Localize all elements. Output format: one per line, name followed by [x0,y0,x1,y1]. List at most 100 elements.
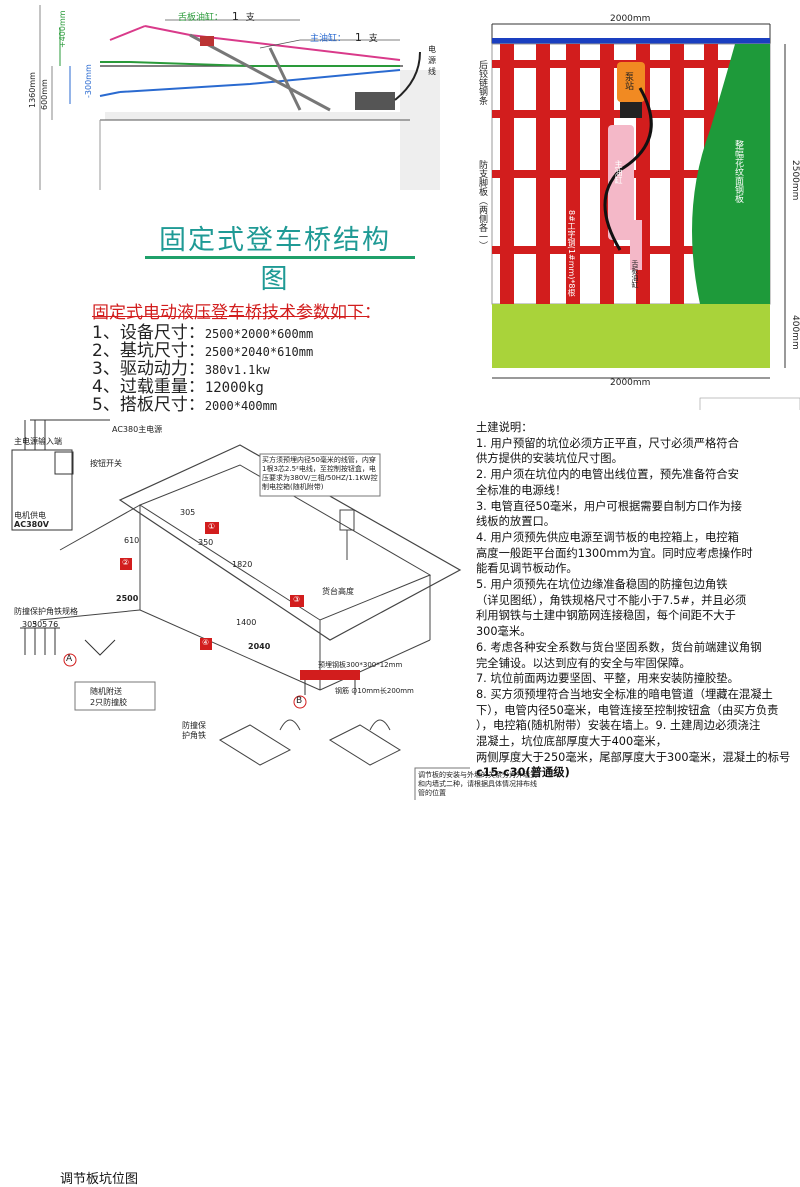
marker-1: ① [208,522,216,531]
note-line: 1. 用户预留的坑位必须方正平直，尺寸必须严格符合 [476,436,739,450]
top-width-label: 2000mm [610,14,651,24]
civil-notes: 土建说明： 1. 用户预留的坑位必须方正平直，尺寸必须严格符合 供方提供的安装坑… [476,420,796,781]
pit-drawing: AC380主电源 主电源输入端 按钮开关 电机供电 AC380V 买方须预埋内径… [0,410,541,1187]
spec-title: 固定式电动液压登车桥技术参数如下： [92,303,381,323]
angle-spec: 防撞保护角铁规格 [14,607,78,616]
note-line: 混凝土，坑位底部厚度大于400毫米， [476,735,668,749]
dim-a: 305 [22,620,38,629]
pump-shape [617,62,645,102]
side-view-svg [39,5,440,190]
bottom-width-label: 2000mm [610,378,651,388]
d610: 610 [124,536,140,545]
d305: 305 [180,508,196,517]
main-cylinder-count: 1 [354,31,362,44]
note-line: 完全铺设。以达到应有的安全与牢固保障。 [476,656,691,670]
note-line: 全标准的电源线！ [476,483,567,497]
main-cylinder-shape [189,33,331,112]
pipe-note-2: 2只防撞胶 [90,698,128,707]
spec-item: 2、基坑尺寸：2500*2040*610mm [92,341,314,361]
spec-item: 4、过载重量：12000kg [92,377,264,397]
buyer-note: 买方须预埋内径50毫米的线管，内穿1根3芯2.5²电线，至控制按钮盒，电压要求为… [262,456,378,491]
note-line: 两侧厚度大于250毫米，尾部厚度大于300毫米，混凝土的标号 [476,750,791,764]
wall-note: 调节板的安装与外墙的关系分为外墙式和内墙式二种，请根据具体情况排布线管的位置 [418,771,537,797]
hinge-bar [492,38,770,44]
pit-floor [105,112,405,120]
spec-item: 1、设备尺寸：2500*2000*600mm [92,323,314,343]
pit-svg [11,419,541,807]
d2040: 2040 [248,642,271,651]
note-line: 能看见调节板动作。 [476,562,578,576]
main-cylinder-unit: 支 [368,34,378,44]
pump-label: 泵站 [623,72,633,90]
note-line: 供方提供的安装坑位尺寸图。 [476,452,623,466]
note-line: 300毫米。 [476,625,532,639]
title-underline [145,256,415,259]
label-b: B [296,696,303,706]
top-view-svg [491,23,800,413]
motor-power: 电机供电 [14,511,46,520]
plate-note: 预埋钢板300*300*12mm [318,661,403,669]
note-line: 线板的放置口。 [476,515,556,529]
ac380-main: AC380主电源 [112,425,163,434]
guard-note-2: 护角铁 [182,731,206,740]
dim-down: -300mm [84,64,93,98]
tilt-cylinder-label: 舌板油缸： [178,13,224,23]
note-line: 下），电管内径50毫米，电管连接至控制按钮盒（由买方负责 [476,703,779,717]
checker-plate [692,44,770,304]
dim-total: 1360mm [28,72,37,108]
marker-3: ③ [293,595,301,604]
tilt-cylinder-unit: 支 [245,13,255,23]
d2500: 2500 [116,594,139,603]
note-line: 6. 考虑各种安全系数与货台坚固系数，货台前端建议角钢 [476,640,762,654]
note-line: ），电控箱(随机附带）安装在墙上。9. 土建周边必须浇注 [476,719,761,733]
length-label: 2500mm [790,160,800,201]
pit-caption: 调节板坑位图 [60,1172,139,1187]
deck-lowered [119,69,401,93]
main-cylinder-shape [608,125,634,240]
note-line: 2. 用户须在坑位内的电管出线位置，预先准备符合安 [476,468,739,482]
top-view-drawing: 2000mm 2000mm 2500mm 400mm 后铰链钢条 防支脚板（两侧… [470,10,800,413]
anti-drop-label: 防支脚板（两侧各一） [477,160,487,250]
pump-unit-shape [355,92,395,110]
marker-2: ② [122,558,130,567]
dim-c: 76 [48,620,59,629]
note-line: 8. 买方须预埋符合当地安全标准的暗电管道（埋藏在混凝土 [476,687,773,701]
hinge-label: 后铰链钢条 [477,60,487,105]
pipe-note: 随机附送 [90,687,122,696]
note-line: c15-c30(普通级) [476,766,570,780]
main-cylinder-label: 主油缸： [310,34,347,44]
lip-depth-label: 400mm [790,315,800,350]
label-a: A [66,654,73,664]
spec-item: 3、驱动动力：380v1.1kw [92,359,270,379]
d1820: 1820 [232,560,253,569]
lip-cyl-label: 舌板油缸 [631,260,639,288]
lip-plate [492,304,770,368]
button-switch: 按钮开关 [90,459,122,468]
dim-up: +400mm [58,10,67,48]
note-line: 3. 电管直径50毫米，用户可根据需要自制方口作为接 [476,499,742,513]
d1400: 1400 [236,618,257,627]
spec-item: 5、搭板尺寸：2000*400mm [92,395,278,415]
main-input: 主电源输入端 [14,437,62,446]
note-line: 5. 用户须预先在坑位边缘准备稳固的防撞包边角铁 [476,578,728,592]
dim-b: 305 [32,620,48,629]
note-line: 4. 用户须预先供应电源至调节板的电控箱上，电控箱 [476,530,739,544]
beam-label: 8#工字钢(1#mm)*8根 [567,210,576,297]
plate-label: 整幅花纹面钢板 [733,140,743,203]
rebar-note: 钢筋 ∅10mm长200mm [335,687,414,695]
notes-title: 土建说明： [476,421,533,434]
tilt-cylinder-count: 1 [231,10,239,23]
power-line-label: 电源线 [428,45,436,76]
note-line: 利用钢铁与土建中钢筋网连接稳固，每个间距不大于 [476,609,736,623]
dock-height: 货台高度 [322,587,354,596]
lip-cylinder-shape [200,36,214,46]
marker-4: ④ [202,638,210,647]
dim-height: 600mm [40,79,49,110]
main-title: 固定式登车桥结构图 [159,225,391,295]
note-line: 7. 坑位前面两边要坚固、平整，用来安装防撞胶垫。 [476,672,739,686]
guard-note: 防撞保 [182,721,206,730]
note-line: 高度一般距平台面约1300mm为宜。同时应考虑操作时 [476,546,753,560]
side-view-drawing: 舌板油缸： 1 支 主油缸： 1 支 电源线 +400mm -300mm 136… [0,0,440,210]
main-cyl-label: 主油缸 [614,160,623,184]
d350: 350 [198,538,214,547]
